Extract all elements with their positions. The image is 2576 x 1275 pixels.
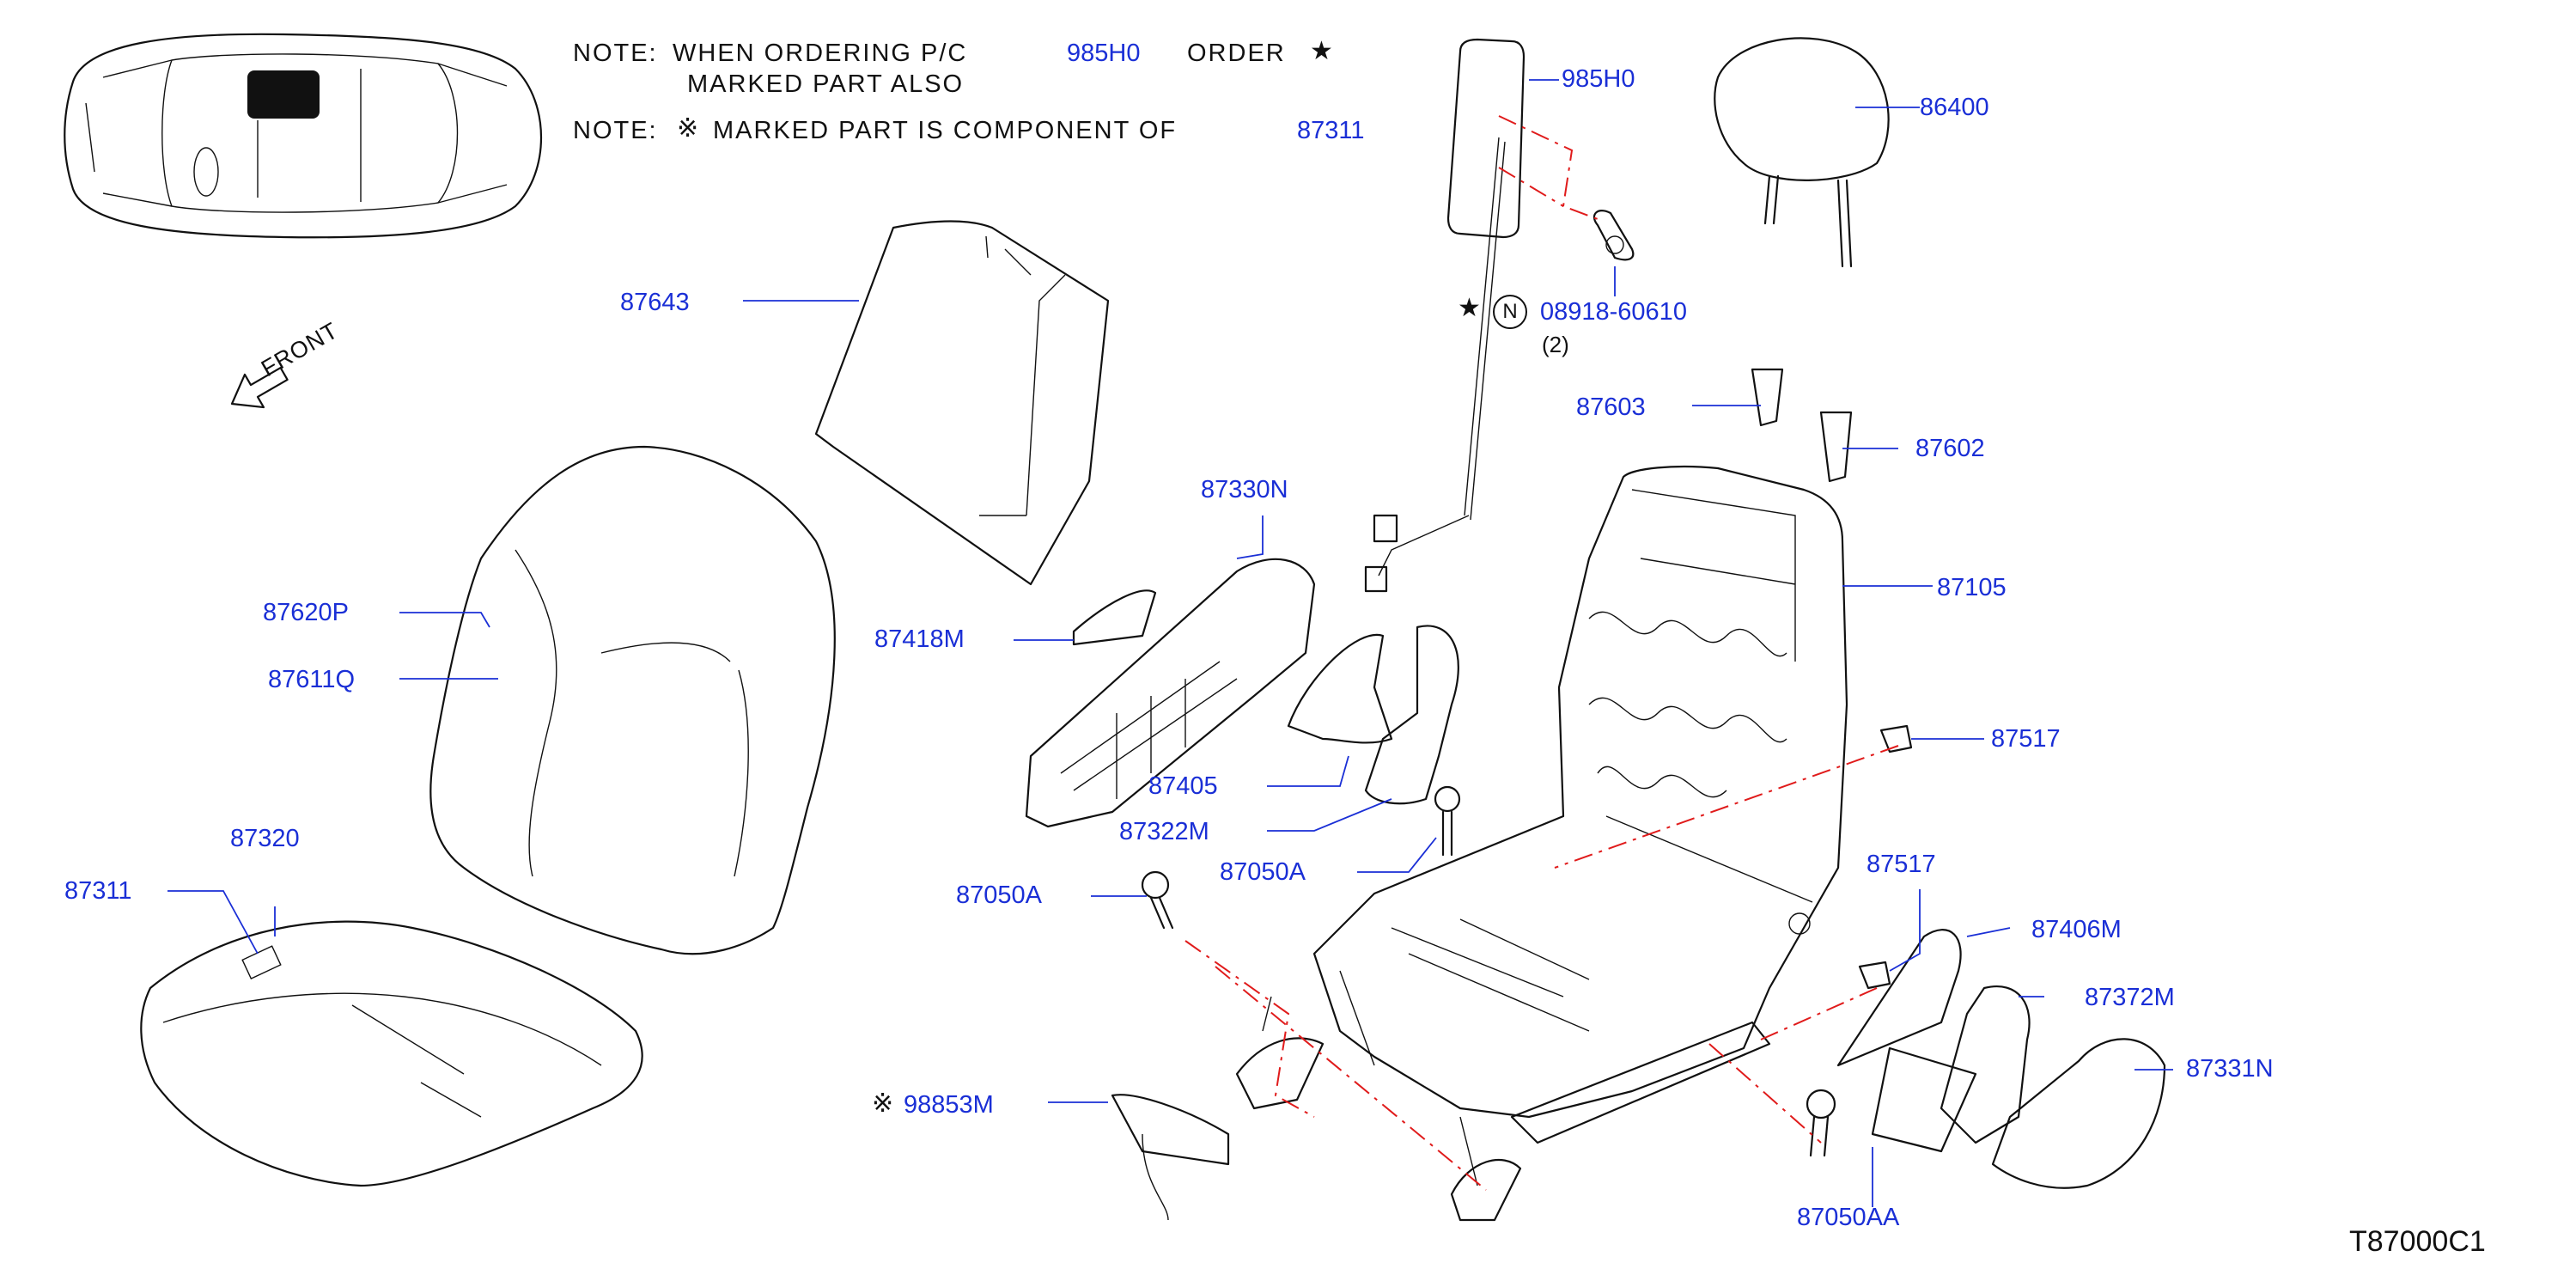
cover-87406m: [1836, 929, 1962, 1067]
bolt-87050a-right: [1434, 785, 1461, 857]
star-icon: ★: [1458, 293, 1481, 323]
seatback-pad-87643: [814, 220, 1110, 586]
label-87517-lower: 87517: [1867, 851, 1936, 878]
diagram-code: T87000C1: [2349, 1225, 2486, 1258]
vent-grid: [1871, 1046, 1977, 1153]
cover-87405: [1287, 633, 1393, 744]
bolt-87050aa: [1806, 1089, 1836, 1157]
label-87050a-left: 87050A: [956, 882, 1042, 909]
note1-part-number: 985H0: [1067, 40, 1141, 67]
airbag-module-985h0: [1364, 38, 1526, 593]
label-87603: 87603: [1576, 393, 1646, 421]
label-87406m: 87406M: [2031, 916, 2122, 943]
label-87050aa: 87050AA: [1797, 1204, 1900, 1231]
note1-text: WHEN ORDERING P/C: [673, 40, 968, 67]
note1-prefix: NOTE:: [573, 40, 658, 67]
label-87418m: 87418M: [874, 625, 965, 653]
label-87611q: 87611Q: [268, 666, 356, 693]
label-87602: 87602: [1915, 435, 1985, 462]
seatback-cover: [429, 445, 836, 955]
label-86400: 86400: [1920, 94, 1989, 121]
note2-symbol-icon: ※: [677, 113, 699, 143]
label-87320: 87320: [230, 825, 300, 852]
clip-08918: [1592, 210, 1635, 261]
cover-87322m: [1364, 625, 1459, 805]
note2-prefix: NOTE:: [573, 117, 658, 144]
label-87331n: 87331N: [2186, 1055, 2274, 1083]
note1-star-icon: ★: [1310, 36, 1333, 66]
note1-order: ORDER: [1187, 40, 1286, 67]
bolt-87050a-left: [1141, 870, 1174, 930]
component-symbol-icon: ※: [872, 1089, 894, 1119]
car-top-view: [64, 33, 543, 239]
label-08918-60610: 08918-60610: [1540, 298, 1687, 326]
label-98853m: 98853M: [904, 1091, 994, 1119]
label-87517-upper: 87517: [1991, 725, 2061, 753]
label-87372m: 87372M: [2085, 984, 2175, 1011]
note2-text: MARKED PART IS COMPONENT OF: [713, 117, 1178, 144]
label-87050a-right: 87050A: [1220, 858, 1306, 886]
front-arrow-icon: [230, 366, 289, 409]
cover-87331n: [1991, 1038, 2166, 1189]
label-985h0: 985H0: [1562, 65, 1635, 93]
cover-87372m: [1940, 985, 2031, 1144]
side-cover-87330n: [1025, 558, 1316, 828]
label-08918-qty: (2): [1542, 332, 1569, 357]
note2-part-number: 87311: [1297, 117, 1365, 144]
clip-87517-upper: [1879, 724, 1913, 753]
clip-87517-lower: [1858, 961, 1891, 990]
note1-line2: MARKED PART ALSO: [687, 70, 965, 98]
headrest-86400: [1714, 37, 1890, 268]
label-87311: 87311: [64, 877, 132, 905]
seat-cushion: [140, 920, 643, 1187]
label-87405: 87405: [1148, 772, 1218, 800]
new-part-icon: N: [1493, 295, 1527, 329]
clip-87603: [1751, 368, 1784, 427]
label-87620p: 87620P: [263, 599, 349, 626]
label-87105: 87105: [1937, 574, 2007, 601]
seat-frame-87105: [1235, 465, 1848, 1222]
label-87330n: 87330N: [1201, 476, 1288, 503]
harness-98853m: [1111, 1094, 1230, 1221]
label-87322m: 87322M: [1119, 818, 1209, 845]
label-87643: 87643: [620, 289, 690, 316]
seat-location-marker: [247, 70, 320, 119]
clip-87602: [1819, 411, 1853, 483]
